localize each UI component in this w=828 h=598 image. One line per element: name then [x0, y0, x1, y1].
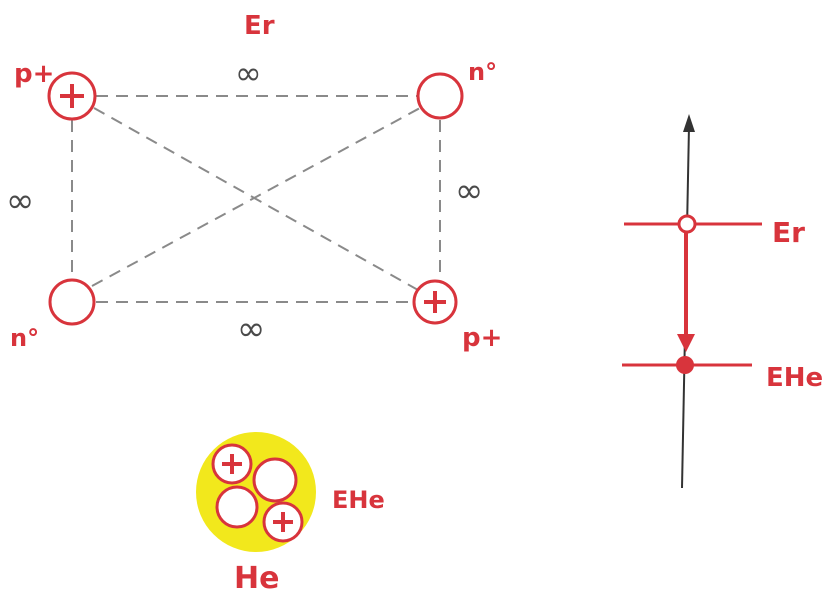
- label-neutron-top-right: n°: [468, 58, 497, 86]
- energy-axis-arrowhead: [683, 114, 695, 132]
- distance-left-infinity: ∞: [6, 181, 34, 221]
- upper-level-open-dot: [677, 214, 697, 234]
- nucleon-proton-bottom-right: [412, 279, 458, 325]
- helium-neutron-top-right: [252, 457, 298, 503]
- label-proton-bottom-right: p+: [462, 323, 502, 353]
- lower-level-filled-dot: [676, 356, 694, 374]
- distance-right-infinity: ∞: [455, 171, 483, 211]
- helium-proton-bottom-right: [262, 501, 304, 543]
- label-upper-level: Er: [772, 216, 805, 249]
- label-helium-name: He: [234, 561, 279, 596]
- label-proton-top-left: p+: [14, 59, 54, 89]
- nucleon-proton-top-left: [47, 71, 97, 121]
- label-lower-level: EHe: [766, 363, 823, 393]
- energy-level-diagram: [622, 114, 762, 489]
- helium-proton-top-left: [211, 443, 253, 485]
- nucleon-neutron-top-right: [416, 72, 464, 120]
- label-neutron-bottom-left: n°: [10, 324, 39, 352]
- separation-lines: [71, 95, 441, 303]
- diagonal-line-n-to-n: [91, 107, 421, 287]
- helium-nucleus: [196, 432, 316, 552]
- transition-arrowhead: [677, 334, 695, 352]
- nucleon-neutron-bottom-left: [48, 278, 96, 326]
- label-helium-energy: EHe: [332, 486, 385, 514]
- label-er-top: Er: [244, 11, 275, 41]
- diagonal-line-p-to-p: [93, 107, 419, 291]
- distance-bottom-infinity: ∞: [237, 309, 265, 349]
- distance-top-infinity: ∞: [235, 54, 262, 92]
- helium-neutron-bottom-left: [215, 485, 259, 529]
